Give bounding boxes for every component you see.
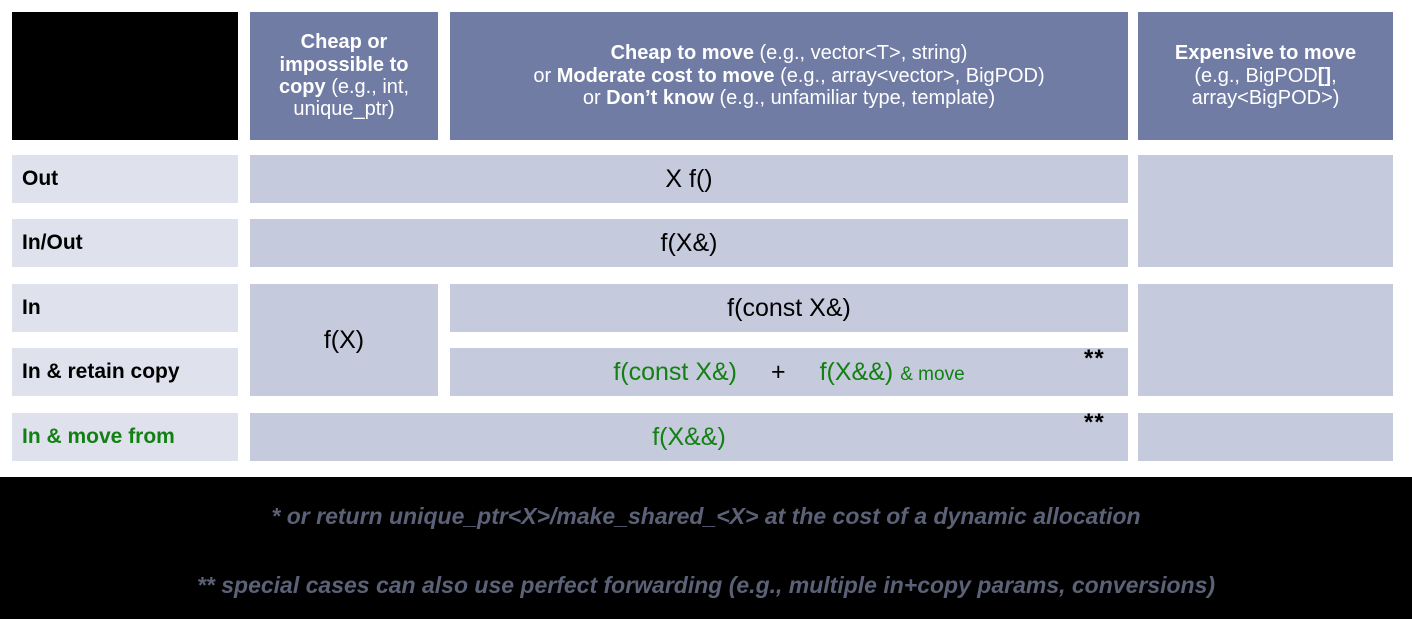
cell-in-f-x: f(X) [250,284,438,396]
cell-in-retain-copy-const-ref: f(const X&) [613,358,737,386]
cell-in-f-const-xref: f(const X&) [450,284,1128,332]
cell-in-retain-copy-rvalue-ref: f(X&&) [819,358,894,386]
column-header-cheap-or-impossible-to-copy: Cheap or impossible to copy (e.g., int, … [250,12,438,140]
row-header-in: In [12,284,238,332]
cell-in-out-f-xref-text: f(X&) [660,229,718,257]
row-header-out-label: Out [22,167,59,191]
footnote-marker-move-from: ** [1084,409,1105,436]
row-header-in-move-from: In & move from [12,413,238,461]
row-header-in-move-from-label: In & move from [22,425,175,449]
cell-out-in-out-expensive-empty [1138,155,1393,267]
cell-in-f-x-text: f(X) [323,326,365,354]
cell-move-from-expensive-empty [1138,413,1393,461]
cell-in-retain-copy-and-move: & move [900,364,965,385]
cell-in-out-f-xref: f(X&) [250,219,1128,267]
cell-in-retain-copy-inline: f(const X&) + f(X&&) & move [613,358,964,386]
cell-in-move-from-rvalue-ref: f(X&&) [250,413,1128,461]
row-header-in-out-label: In/Out [22,231,83,255]
cell-in-retain-copy-overloads: f(const X&) + f(X&&) & move [450,348,1128,396]
footnote-marker-retain-copy: ** [1084,345,1105,372]
footnote-single-star: * or return unique_ptr<X>/make_shared_<X… [271,503,1141,529]
row-header-in-out: In/Out [12,219,238,267]
cell-out-x-f-text: X f() [665,165,713,193]
cell-in-move-from-text: f(X&&) [652,423,726,451]
cell-out-x-f: X f() [250,155,1128,203]
cell-in-f-const-xref-text: f(const X&) [727,294,851,322]
cell-in-retain-expensive-empty [1138,284,1393,396]
row-header-in-retain-copy: In & retain copy [12,348,238,396]
corner-block [12,12,238,140]
row-header-in-retain-copy-label: In & retain copy [22,360,180,384]
footnote-double-star: ** special cases can also use perfect fo… [196,572,1216,598]
row-header-out: Out [12,155,238,203]
cell-in-retain-copy-plus: + [771,358,786,386]
footer-band: * or return unique_ptr<X>/make_shared_<X… [0,477,1412,619]
row-header-in-label: In [22,296,41,320]
column-header-cheap-to-move: Cheap to move (e.g., vector<T>, string) … [450,12,1128,140]
column-header-expensive-to-move: Expensive to move (e.g., BigPOD[], array… [1138,12,1393,140]
